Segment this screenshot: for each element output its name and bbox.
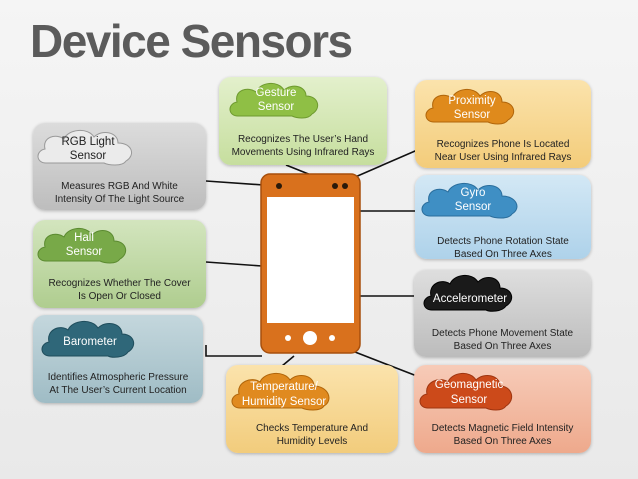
barometer-desc-line-2: At The User’s Current Location bbox=[49, 385, 187, 396]
barometer-sensor-name: Barometer bbox=[63, 336, 117, 348]
rgb-sensor-name-2: Sensor bbox=[69, 150, 107, 162]
temperature-desc-line-2: Humidity Levels bbox=[276, 436, 348, 447]
gesture-sensor-name-1: Gesture bbox=[255, 87, 297, 99]
rgb-sensor-cloud: RGB Light Sensor bbox=[34, 125, 142, 169]
hall-desc-line-2: Is Open Or Closed bbox=[78, 291, 161, 302]
phone-screen bbox=[267, 197, 354, 323]
proximity-desc-line-1: Recognizes Phone Is Located bbox=[436, 139, 570, 150]
menu-button-icon bbox=[329, 335, 335, 341]
hall-sensor-box bbox=[33, 220, 206, 308]
hall-sensor-name-2: Sensor bbox=[65, 246, 103, 258]
back-button-icon bbox=[285, 335, 291, 341]
temperature-desc-line-1: Checks Temperature And bbox=[255, 423, 369, 434]
geomagnetic-sensor-name-2: Sensor bbox=[450, 394, 488, 406]
gesture-sensor-name-2: Sensor bbox=[257, 101, 295, 113]
temperature-sensor-cloud: Temperature/ Humidity Sensor bbox=[228, 368, 340, 414]
barometer-sensor-desc: Identifies Atmospheric Pressure At The U… bbox=[33, 371, 203, 397]
rgb-desc-line-2: Intensity Of The Light Source bbox=[54, 194, 185, 205]
temperature-sensor-desc: Checks Temperature And Humidity Levels bbox=[226, 422, 398, 448]
barometer-sensor-cloud: Barometer bbox=[38, 318, 142, 362]
rgb-sensor-dot bbox=[276, 183, 282, 189]
connector-proximity bbox=[345, 147, 423, 182]
rgb-sensor-name-1: RGB Light bbox=[61, 136, 115, 148]
gyro-sensor-name-1: Gyro bbox=[460, 187, 486, 199]
hall-sensor-cloud: Hall Sensor bbox=[34, 223, 134, 267]
gesture-sensor-dot bbox=[332, 183, 338, 189]
temperature-sensor-name-1: Temperature/ bbox=[250, 381, 318, 393]
connector-barometer bbox=[205, 345, 262, 357]
accelerometer-sensor-name: Accelerometer bbox=[432, 293, 508, 305]
gyro-sensor-desc: Detects Phone Rotation State Based On Th… bbox=[415, 235, 591, 261]
geomagnetic-sensor-cloud: Geomagnetic Sensor bbox=[416, 368, 522, 414]
gyro-sensor-cloud: Gyro Sensor bbox=[418, 178, 528, 222]
gesture-sensor-desc: Recognizes The User’s Hand Movements Usi… bbox=[219, 133, 387, 159]
page-title: Device Sensors bbox=[30, 15, 353, 67]
proximity-sensor-cloud: Proximity Sensor bbox=[422, 84, 522, 128]
accelerometer-sensor-cloud: Accelerometer bbox=[420, 272, 520, 314]
geomagnetic-sensor-name-1: Geomagnetic bbox=[434, 379, 504, 391]
rgb-desc-line-1: Measures RGB And White bbox=[61, 181, 178, 192]
proximity-desc-line-2: Near User Using Infrared Rays bbox=[434, 152, 572, 163]
hall-sensor-name-1: Hall bbox=[74, 232, 94, 244]
home-button-icon bbox=[303, 331, 317, 345]
gesture-desc-line-2: Movements Using Infrared Rays bbox=[231, 147, 375, 158]
geomagnetic-sensor-desc: Detects Magnetic Field Intensity Based O… bbox=[414, 422, 591, 448]
phone-illustration bbox=[260, 173, 361, 354]
accelerometer-sensor-desc: Detects Phone Movement State Based On Th… bbox=[414, 327, 591, 353]
proximity-sensor-desc: Recognizes Phone Is Located Near User Us… bbox=[415, 138, 591, 164]
accelerometer-desc-line-1: Detects Phone Movement State bbox=[431, 328, 574, 339]
barometer-desc-line-1: Identifies Atmospheric Pressure bbox=[47, 372, 189, 383]
gyro-desc-line-2: Based On Three Axes bbox=[454, 249, 552, 260]
accelerometer-desc-line-2: Based On Three Axes bbox=[453, 341, 552, 352]
proximity-sensor-dot bbox=[342, 183, 348, 189]
proximity-sensor-name-2: Sensor bbox=[453, 109, 491, 121]
rgb-sensor-desc: Measures RGB And White Intensity Of The … bbox=[33, 180, 206, 206]
connector-hall bbox=[205, 261, 263, 267]
gyro-sensor-name-2: Sensor bbox=[454, 201, 492, 213]
hall-desc-line-1: Recognizes Whether The Cover bbox=[48, 278, 191, 289]
gyro-desc-line-1: Detects Phone Rotation State bbox=[437, 236, 569, 247]
gesture-desc-line-1: Recognizes The User’s Hand bbox=[237, 134, 369, 145]
hall-sensor-desc: Recognizes Whether The Cover Is Open Or … bbox=[33, 277, 206, 303]
geomagnetic-desc-line-1: Detects Magnetic Field Intensity bbox=[431, 423, 574, 434]
gesture-sensor-cloud: Gesture Sensor bbox=[226, 80, 326, 122]
temperature-sensor-name-2: Humidity Sensor bbox=[241, 396, 327, 408]
proximity-sensor-name-1: Proximity bbox=[448, 95, 496, 107]
geomagnetic-desc-line-2: Based On Three Axes bbox=[453, 436, 552, 447]
